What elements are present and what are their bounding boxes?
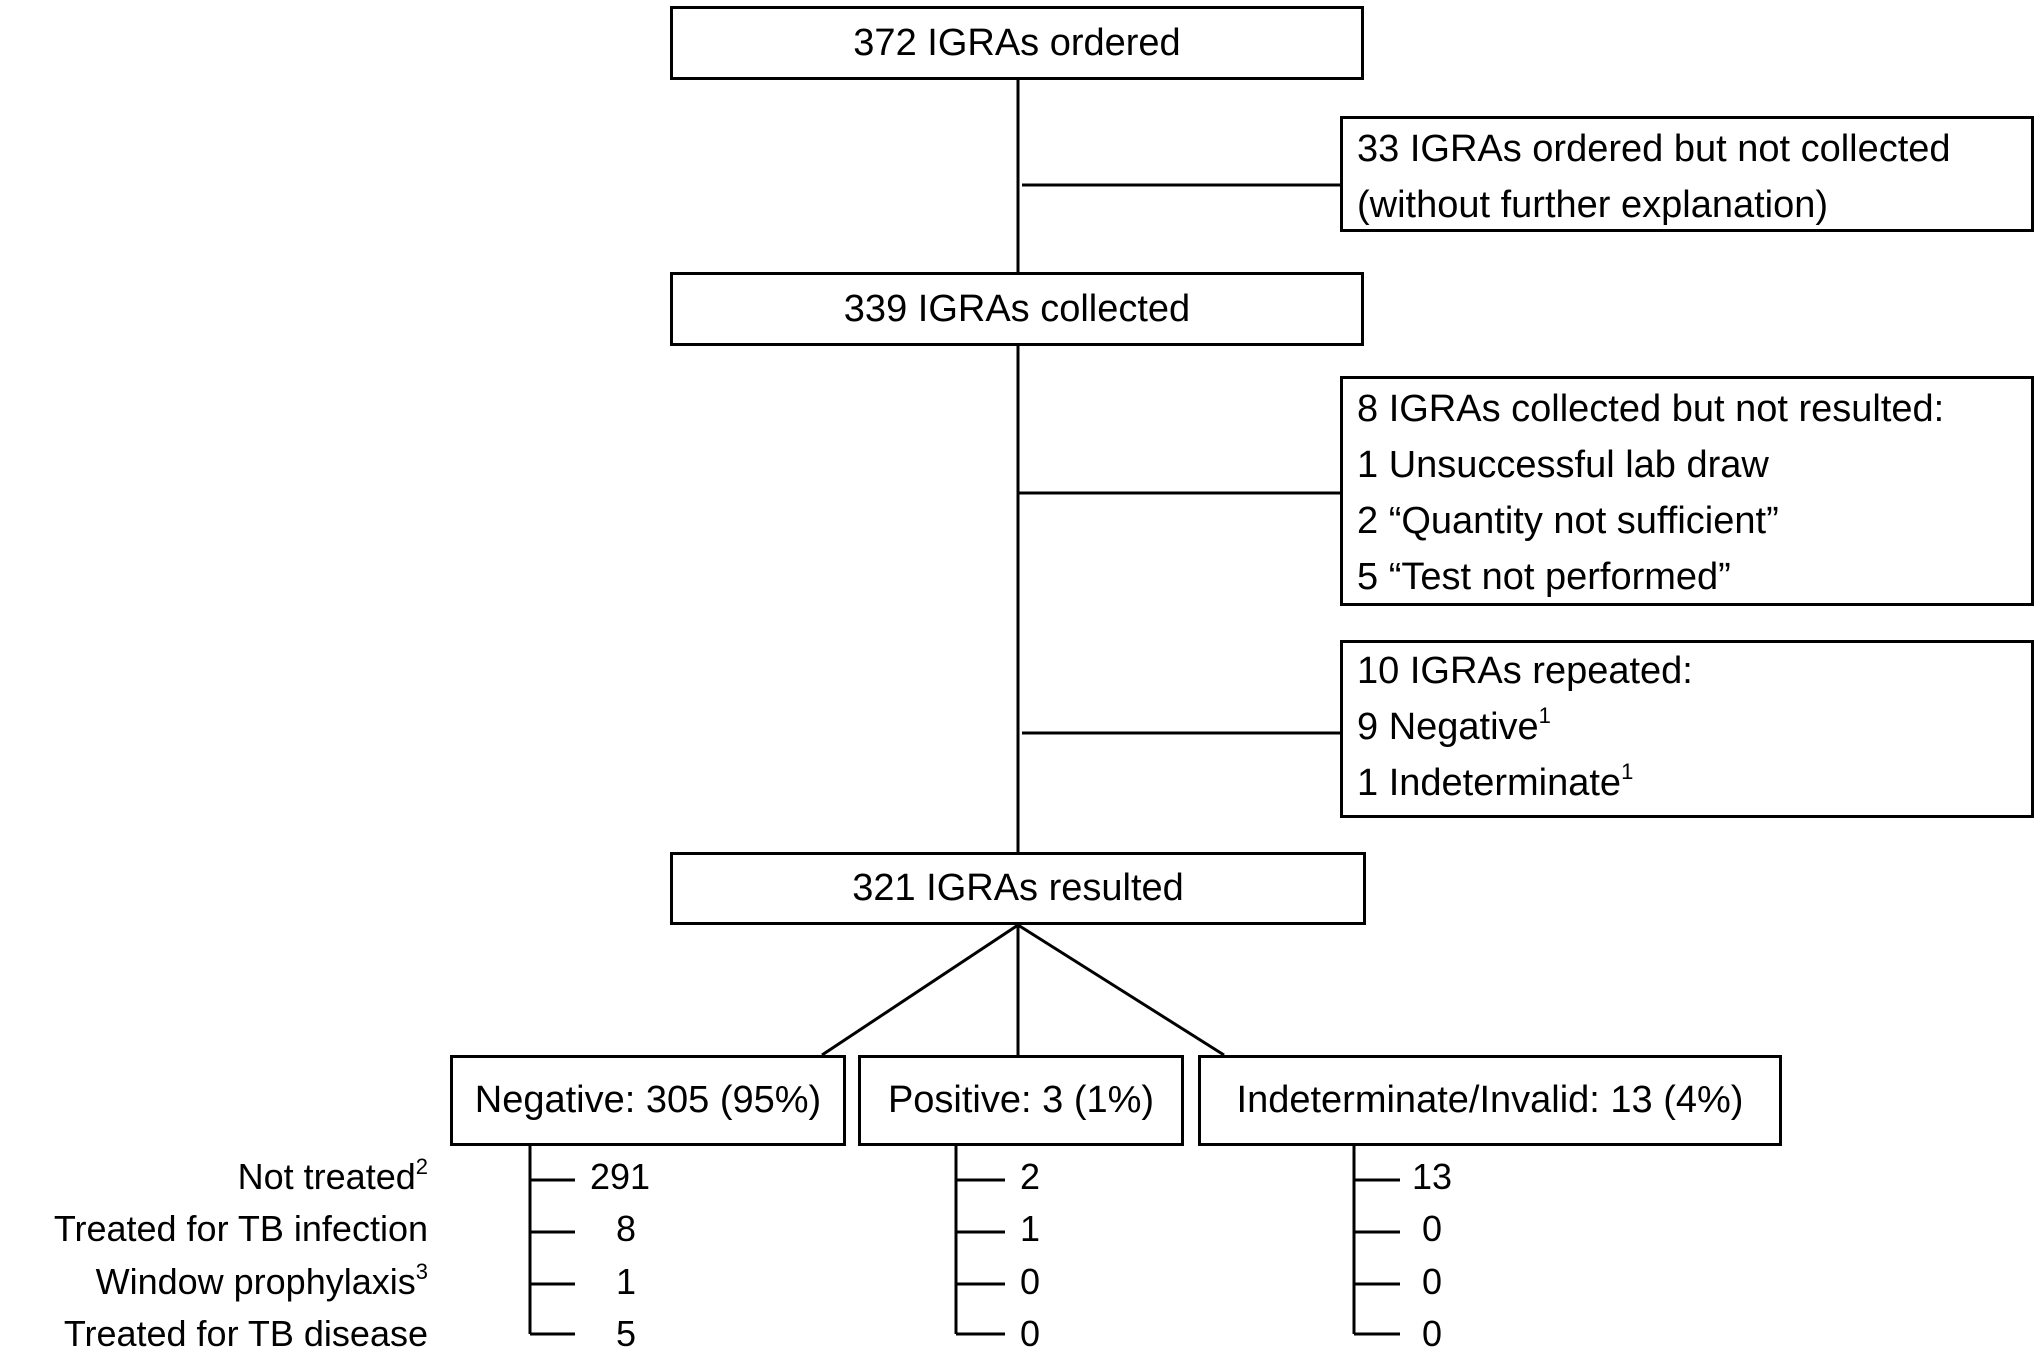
box-collected-text: 339 IGRAs collected — [843, 287, 1191, 330]
count-indeterminate-window-prophylaxis: 0 — [1422, 1261, 1443, 1302]
repeated-item-indeterminate: 1 Indeterminate1 — [1357, 755, 2017, 811]
not-resulted-line-3: 2 “Quantity not sufficient” — [1357, 500, 1779, 542]
box-not-resulted: 8 IGRAs collected but not resulted: 1 Un… — [1340, 376, 2034, 606]
row-label-not-treated-text: Not treated — [237, 1156, 416, 1197]
count-indeterminate-treated-infection: 0 — [1422, 1208, 1443, 1249]
count-positive-treated-disease: 0 — [1020, 1313, 1041, 1354]
box-indeterminate: Indeterminate/Invalid: 13 (4%) — [1198, 1055, 1782, 1146]
connector-to-negative — [821, 923, 1019, 1057]
not-collected-line-2: (without further explanation) — [1357, 184, 1829, 226]
repeated-item-negative-text: 9 Negative — [1357, 706, 1539, 748]
row-label-window-prophylaxis-text: Window prophylaxis — [95, 1261, 416, 1302]
count-negative-treated-disease: 5 — [616, 1313, 637, 1354]
repeated-item-indeterminate-text: 1 Indeterminate — [1357, 762, 1622, 804]
box-repeated: 10 IGRAs repeated: 9 Negative1 1 Indeter… — [1340, 640, 2034, 818]
box-collected: 339 IGRAs collected — [670, 272, 1364, 346]
footnote-marker: 3 — [415, 1259, 428, 1284]
box-ordered-text: 372 IGRAs ordered — [853, 21, 1181, 64]
count-negative-window-prophylaxis: 1 — [616, 1261, 637, 1302]
footnote-marker: 2 — [415, 1154, 428, 1179]
row-label-treated-disease: Treated for TB disease — [64, 1313, 428, 1355]
row-label-window-prophylaxis: Window prophylaxis3 — [96, 1261, 428, 1303]
not-collected-line-1: 33 IGRAs ordered but not collected — [1357, 128, 1951, 170]
repeated-title: 10 IGRAs repeated: — [1357, 650, 1693, 692]
box-indeterminate-text: Indeterminate/Invalid: 13 (4%) — [1236, 1079, 1744, 1121]
box-ordered: 372 IGRAs ordered — [670, 6, 1364, 80]
row-label-treated-disease-text: Treated for TB disease — [63, 1313, 428, 1354]
box-positive: Positive: 3 (1%) — [858, 1055, 1184, 1146]
row-label-treated-infection-text: Treated for TB infection — [53, 1208, 428, 1249]
count-negative-not-treated: 291 — [590, 1156, 651, 1197]
row-label-not-treated: Not treated2 — [238, 1156, 428, 1198]
not-resulted-line-1: 8 IGRAs collected but not resulted: — [1357, 388, 1945, 430]
box-resulted: 321 IGRAs resulted — [670, 852, 1366, 925]
count-indeterminate-not-treated: 13 — [1412, 1156, 1453, 1197]
box-resulted-text: 321 IGRAs resulted — [852, 867, 1184, 909]
count-indeterminate-treated-disease: 0 — [1422, 1313, 1443, 1354]
box-negative: Negative: 305 (95%) — [450, 1055, 846, 1146]
connector-to-indeterminate — [1017, 923, 1225, 1057]
row-label-treated-infection: Treated for TB infection — [54, 1208, 428, 1250]
count-positive-window-prophylaxis: 0 — [1020, 1261, 1041, 1302]
count-positive-not-treated: 2 — [1020, 1156, 1041, 1197]
count-negative-treated-infection: 8 — [616, 1208, 637, 1249]
footnote-marker: 1 — [1621, 759, 1634, 785]
box-negative-text: Negative: 305 (95%) — [474, 1079, 822, 1121]
repeated-item-negative: 9 Negative1 — [1357, 699, 2017, 755]
box-not-collected: 33 IGRAs ordered but not collected (with… — [1340, 116, 2034, 232]
not-resulted-line-4: 5 “Test not performed” — [1357, 556, 1731, 598]
box-positive-text: Positive: 3 (1%) — [887, 1079, 1155, 1121]
not-resulted-line-2: 1 Unsuccessful lab draw — [1357, 444, 1769, 486]
footnote-marker: 1 — [1538, 703, 1551, 729]
count-positive-treated-infection: 1 — [1020, 1208, 1041, 1249]
